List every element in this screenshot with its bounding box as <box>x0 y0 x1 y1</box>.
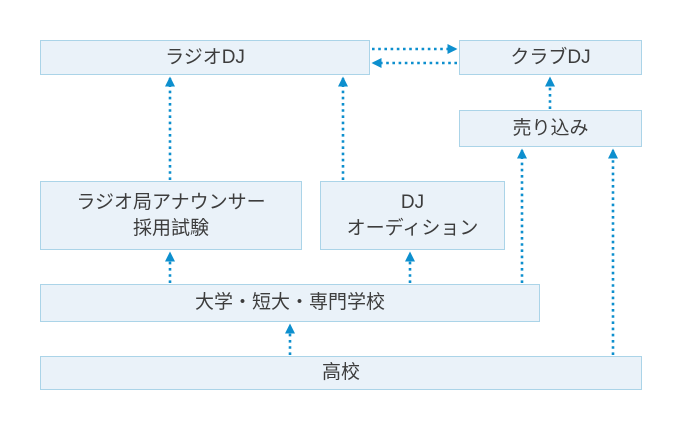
box-pitch-label: 売り込み <box>512 117 589 139</box>
box-announcer-exam-label-line2: 採用試験 <box>132 217 209 239</box>
box-announcer-exam: ラジオ局アナウンサー 採用試験 <box>40 181 302 250</box>
box-club-dj: クラブDJ <box>459 40 642 75</box>
box-club-dj-label: クラブDJ <box>510 46 591 68</box>
box-radio-dj-label: ラジオDJ <box>165 46 245 68</box>
box-university-label: 大学・短大・専門学校 <box>194 292 385 313</box>
box-pitch: 売り込み <box>459 110 642 147</box>
box-high-school-label: 高校 <box>321 362 360 383</box>
box-dj-audition-label-line2: オーディション <box>346 217 479 239</box>
box-radio-dj: ラジオDJ <box>40 40 370 75</box>
box-announcer-exam-label-line1: ラジオ局アナウンサー <box>76 191 266 213</box>
box-dj-audition-label-line1: DJ <box>400 191 425 213</box>
box-university: 大学・短大・専門学校 <box>40 284 540 322</box>
box-high-school: 高校 <box>40 356 642 390</box>
box-dj-audition: DJ オーディション <box>320 181 505 250</box>
